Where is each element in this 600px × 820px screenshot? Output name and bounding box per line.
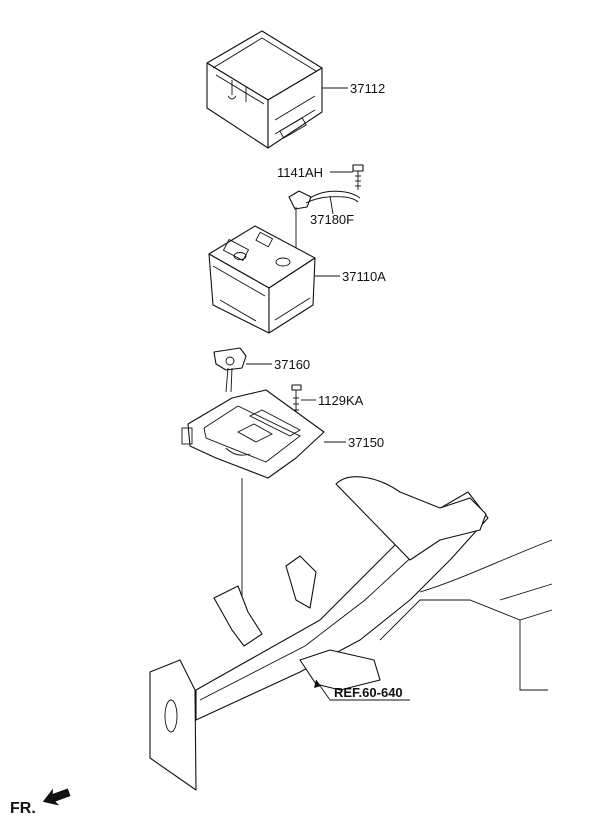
part-label-37180F: 37180F: [310, 212, 354, 227]
vehicle-frame-structure: [149, 476, 553, 791]
front-arrow-icon: [42, 788, 71, 806]
front-direction-indicator: FR.: [10, 788, 71, 817]
battery-37110A[interactable]: [208, 225, 316, 334]
reference-callout[interactable]: REF.60-640: [314, 679, 410, 701]
bolt-1141AH[interactable]: [352, 164, 364, 190]
reference-label: REF.60-640: [334, 685, 403, 700]
part-label-37150: 37150: [348, 435, 384, 450]
part-label-37112: 37112: [350, 81, 385, 96]
battery-cable-37180F[interactable]: [288, 190, 361, 262]
part-label-1129KA: 1129KA: [318, 393, 364, 408]
part-label-37160: 37160: [274, 357, 310, 372]
battery-tray-37150[interactable]: [181, 389, 325, 600]
direction-label: FR.: [10, 800, 36, 817]
battery-cover-37112[interactable]: [206, 30, 323, 149]
battery-clamp-37160[interactable]: [213, 347, 247, 393]
part-label-37110A: 37110A: [342, 269, 386, 284]
part-label-1141AH: 1141AH: [277, 165, 323, 180]
